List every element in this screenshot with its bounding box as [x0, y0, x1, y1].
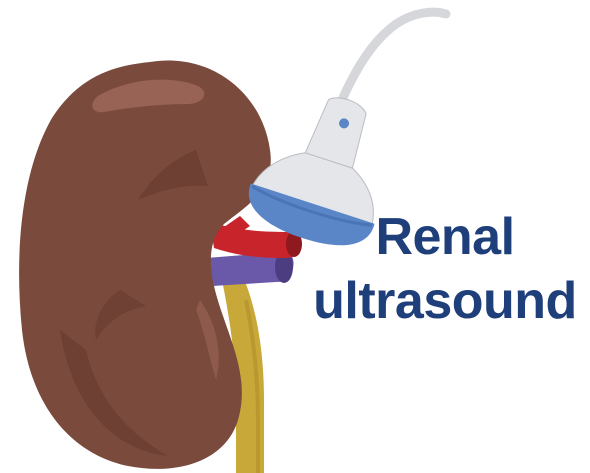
caption-line-2: ultrasound [300, 269, 590, 333]
caption-renal-ultrasound: Renal ultrasound [300, 205, 590, 333]
caption-line-1: Renal [300, 205, 590, 269]
